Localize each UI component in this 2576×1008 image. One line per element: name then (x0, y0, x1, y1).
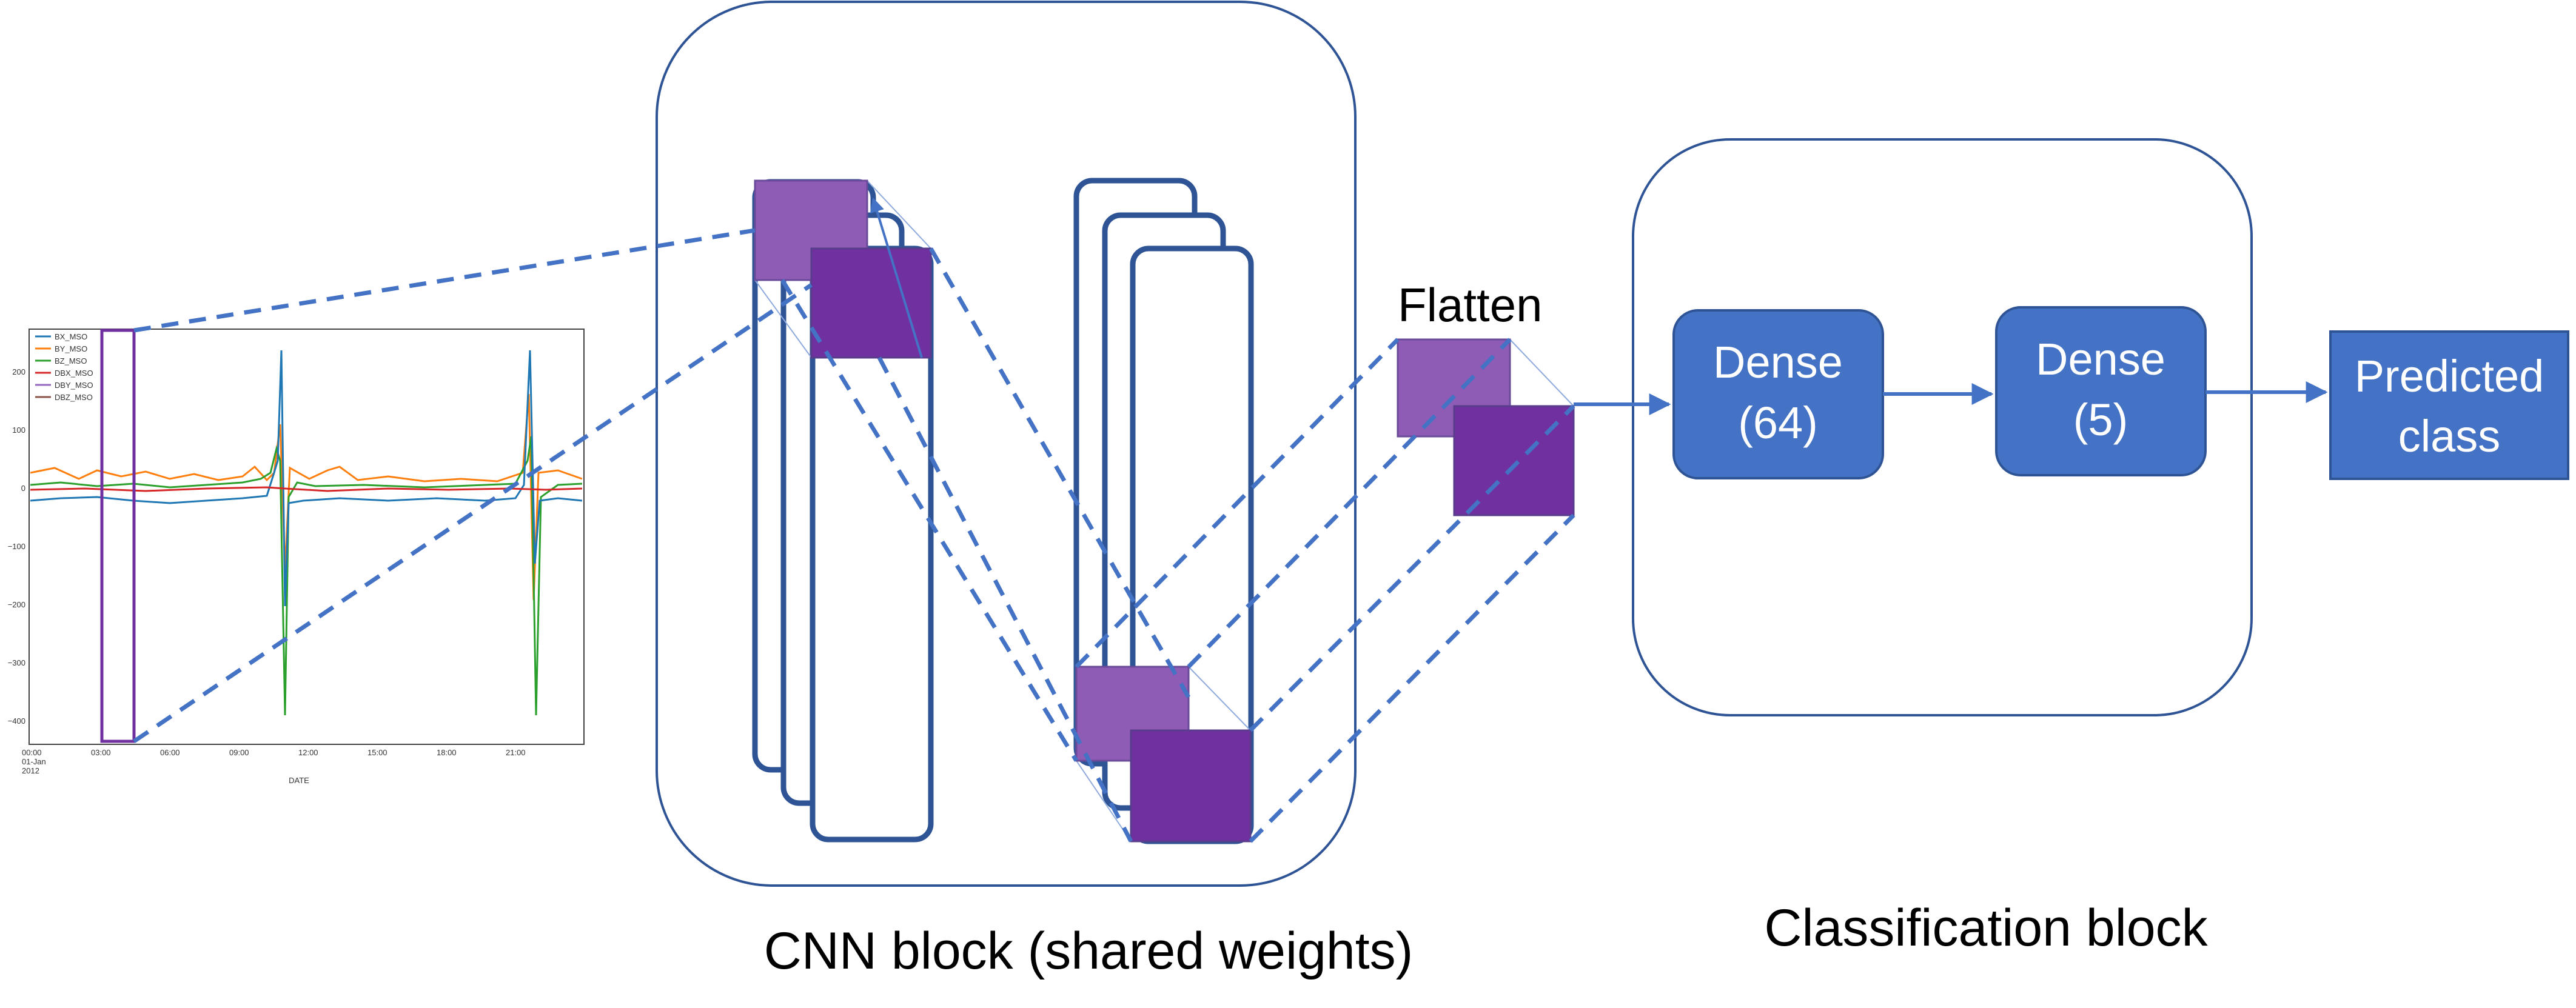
projection-line (133, 283, 813, 743)
legend-entry: DBZ_MSO (55, 393, 93, 402)
projection-line (877, 356, 1133, 843)
legend-entry: BY_MSO (55, 344, 87, 353)
projection-line (133, 228, 756, 333)
dense-5-line2: (5) (2073, 395, 2128, 445)
x-tick-date: 01-Jan (22, 757, 46, 766)
kernel-1-pointer (870, 197, 923, 358)
plot-frame (29, 329, 585, 745)
cnn-block-container (656, 1, 1357, 887)
x-tick: 03:00 (91, 748, 111, 757)
kernel-2-front (1130, 729, 1252, 843)
plot-legend: BX_MSO BY_MSO BZ_MSO DBX_MSO DBY_MSO DBZ… (35, 332, 93, 402)
x-tick: 21:00 (506, 748, 526, 757)
projection-lines (133, 228, 1575, 843)
flatten-label: Flatten (1398, 278, 1542, 332)
x-axis-label: DATE (289, 776, 309, 785)
projection-line (1249, 513, 1575, 843)
kernel-edge (1076, 760, 1132, 842)
dense-5-button: Dense (5) (1995, 306, 2207, 476)
kernel-edge (1509, 339, 1574, 407)
dense-64-line2: (64) (1738, 398, 1818, 448)
x-tick-year: 2012 (22, 766, 39, 775)
x-tick: 06:00 (160, 748, 180, 757)
y-tick: −100 (8, 542, 25, 551)
classification-block-label: Classification block (1764, 899, 2208, 957)
projection-line (1187, 338, 1512, 669)
input-window-highlight (100, 329, 136, 743)
projection-line (928, 247, 1191, 698)
y-tick: 200 (12, 367, 25, 376)
y-tick: −200 (8, 600, 25, 609)
kernel-edge (754, 279, 812, 358)
y-tick: 100 (12, 426, 25, 435)
dense-64-line1: Dense (1713, 337, 1843, 387)
plot-y-ticks: 200 100 0 −100 −200 −300 −400 (8, 367, 25, 726)
x-tick: 15:00 (367, 748, 387, 757)
dense-64-button: Dense (64) (1672, 309, 1884, 479)
x-tick: 18:00 (437, 748, 457, 757)
y-tick: −400 (8, 716, 25, 726)
dense-5-box (1995, 306, 2207, 476)
projection-line (1075, 338, 1400, 669)
input-signal-plot: 200 100 0 −100 −200 −300 −400 00:00 01-J… (8, 329, 585, 785)
kernel-1-front (810, 247, 932, 359)
dense-64-box (1672, 309, 1884, 479)
y-tick: 0 (21, 484, 25, 493)
plot-x-ticks: 00:00 01-Jan 2012 03:00 06:00 09:00 12:0… (22, 748, 526, 785)
flow-arrows (1574, 381, 2328, 415)
kernel-edge (1188, 666, 1251, 731)
predicted-class-box (2329, 330, 2569, 480)
dense-5-line1: Dense (2036, 334, 2165, 384)
x-tick: 09:00 (229, 748, 249, 757)
plot-traces (30, 350, 583, 716)
x-tick: 12:00 (298, 748, 318, 757)
y-tick: −300 (8, 658, 25, 667)
cnn-block-label: CNN block (shared weights) (764, 922, 1414, 980)
trace-bx (30, 350, 583, 607)
kernel-edge (867, 180, 931, 249)
projection-line (780, 279, 1078, 762)
projection-line (1249, 404, 1575, 732)
predicted-class-line2: class (2398, 411, 2501, 461)
legend-entry: DBX_MSO (55, 369, 93, 378)
x-tick: 00:00 (22, 748, 42, 757)
legend-entry: DBY_MSO (55, 381, 93, 390)
legend-entry: BZ_MSO (55, 356, 87, 365)
classification-block-container (1632, 138, 2253, 716)
predicted-class-output: Predicted class (2329, 330, 2569, 480)
legend-entry: BX_MSO (55, 332, 87, 341)
predicted-class-line1: Predicted (2355, 351, 2544, 401)
